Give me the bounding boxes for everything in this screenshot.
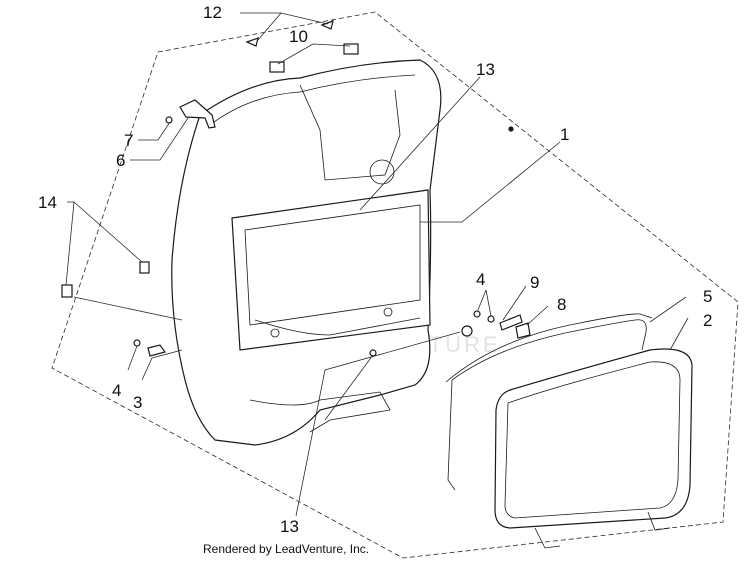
leg-shield-body	[171, 59, 442, 446]
clip-part-10-b	[343, 43, 359, 55]
leader-4	[127, 345, 138, 371]
render-credit: Rendered by LeadVenture, Inc.	[203, 542, 369, 556]
door-seal-top-outer	[445, 313, 653, 383]
leader-lines	[65, 12, 689, 517]
leader-7	[138, 121, 171, 141]
lower-edge-contour	[249, 391, 391, 433]
screw-hole	[383, 307, 393, 317]
leader-3	[141, 349, 183, 381]
leader-5	[649, 296, 687, 323]
callout-5: 5	[703, 287, 712, 306]
leader-14	[65, 201, 143, 286]
leader-1	[420, 141, 561, 223]
small-parts	[61, 20, 531, 357]
steering-cover-recess	[299, 84, 401, 181]
door-hinge-left	[534, 527, 561, 549]
callout-4-b: 4	[476, 270, 485, 289]
door-hinge-right	[647, 511, 671, 531]
callout-1: 1	[560, 125, 569, 144]
leader-10	[277, 43, 351, 65]
callout-9: 9	[530, 273, 539, 292]
callout-13: 13	[280, 517, 299, 536]
latch-part-9	[499, 314, 523, 331]
callout-10: 10	[289, 27, 308, 46]
leader-4-b	[477, 289, 492, 317]
leader-9	[502, 285, 527, 321]
callout-8: 8	[557, 295, 566, 314]
door-seal-top	[451, 319, 647, 381]
leader-12	[359, 76, 481, 211]
screw-part-11	[245, 37, 259, 47]
leader-2	[669, 317, 689, 351]
callout-7: 7	[124, 131, 133, 150]
screw-part-4	[133, 339, 141, 347]
clip-part-7	[165, 116, 173, 124]
clip-part-10	[269, 61, 285, 73]
callout-12: 13	[476, 60, 495, 79]
reference-dot	[508, 126, 514, 132]
callout-6: 6	[116, 151, 125, 170]
glovebox-interior	[244, 204, 421, 326]
clip-part-14	[139, 261, 150, 274]
callout-11: 12	[203, 3, 222, 22]
callout-labels: 12 10 13 1 7 6 14 4 3 4 9 8 5 2 13	[38, 3, 712, 536]
callout-2: 2	[703, 311, 712, 330]
clip-part-14-b	[61, 284, 73, 298]
latch-part-8	[515, 322, 531, 339]
callout-14: 14	[38, 193, 57, 212]
glovebox-floor	[254, 317, 421, 336]
glovebox-door-inner	[504, 361, 681, 519]
callout-3: 3	[133, 393, 142, 412]
callout-4: 4	[112, 381, 121, 400]
leader-13	[295, 331, 461, 517]
screw-part-11-b	[320, 20, 334, 30]
bracket-part-6	[179, 99, 216, 129]
assembly-boundary	[51, 11, 739, 559]
grommet-part-13	[461, 325, 473, 337]
leader-11-b	[280, 12, 329, 25]
screw-part-13	[369, 349, 377, 357]
glovebox-door	[494, 348, 693, 529]
leader-8	[526, 305, 549, 326]
screw-hole	[270, 328, 280, 338]
leader-14-b	[73, 296, 183, 321]
screw-part-4-b	[473, 310, 481, 318]
door-seal-left	[447, 379, 456, 491]
leader-6	[130, 117, 189, 161]
screw-part-4-c	[487, 315, 495, 323]
leg-shield-rim	[209, 74, 416, 126]
bracket-part-3	[147, 344, 166, 357]
glovebox-opening	[231, 189, 431, 351]
